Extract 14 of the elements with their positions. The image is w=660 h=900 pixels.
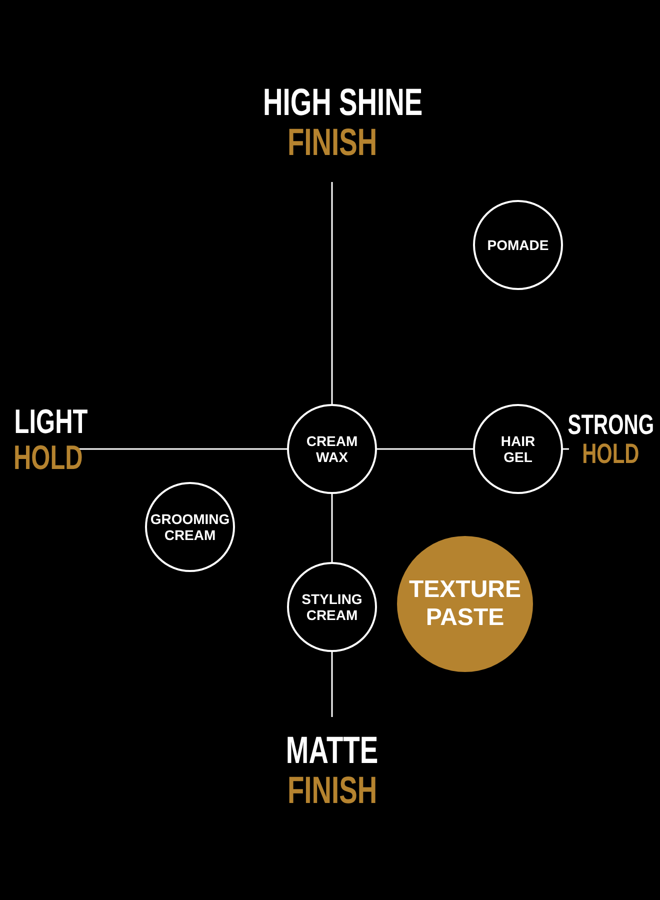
axis-label: HIGH SHINE (263, 84, 423, 124)
product-circle: TEXTURE PASTE (397, 536, 533, 672)
product-circle: STYLING CREAM (287, 562, 377, 652)
product-circle: CREAM WAX (287, 404, 377, 494)
axis-label: HOLD (13, 440, 83, 476)
axis-label: MATTE (286, 732, 378, 772)
axis-label: HOLD (582, 439, 640, 469)
axis-label: FINISH (287, 124, 377, 164)
axis-label: FINISH (287, 772, 377, 812)
product-circle: HAIR GEL (473, 404, 563, 494)
product-circle: POMADE (473, 200, 563, 290)
product-circle: GROOMING CREAM (145, 482, 235, 572)
axis-label: STRONG (568, 410, 654, 440)
axis-label: LIGHT (14, 405, 88, 441)
